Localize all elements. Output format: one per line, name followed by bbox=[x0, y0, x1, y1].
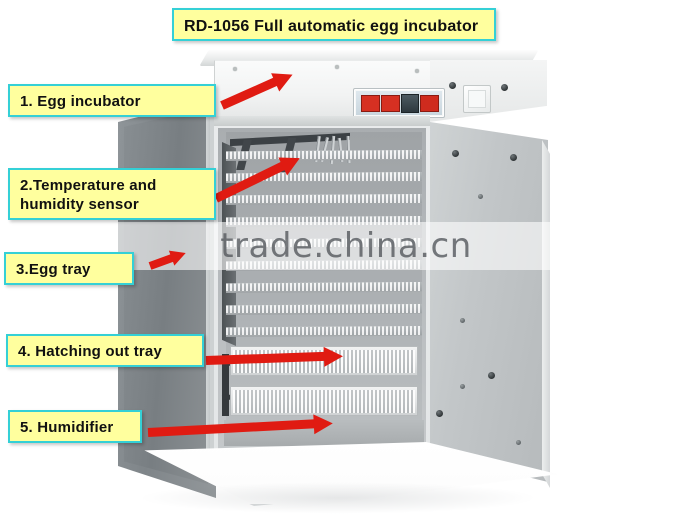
vent-window bbox=[463, 85, 491, 113]
side-bolt bbox=[488, 372, 495, 379]
humidity-display bbox=[381, 95, 400, 112]
egg-row bbox=[226, 194, 422, 203]
cabinet-lid-face bbox=[214, 60, 491, 123]
callout-label-2: 2.Temperature and humidity sensor bbox=[8, 168, 216, 220]
callout-label-4: 4. Hatching out tray bbox=[6, 334, 204, 367]
callout-label-3: 3.Egg tray bbox=[4, 252, 134, 285]
egg-tray bbox=[226, 304, 422, 315]
cabinet-side-edge bbox=[542, 140, 550, 488]
lid-screw bbox=[335, 65, 339, 69]
status-display bbox=[420, 95, 439, 112]
temperature-display bbox=[361, 95, 380, 112]
egg-tray bbox=[226, 194, 422, 205]
hatching-basket bbox=[230, 386, 418, 416]
callout-label-1: 1. Egg incubator bbox=[8, 84, 216, 117]
lid-screw bbox=[415, 69, 419, 73]
side-bolt bbox=[460, 384, 465, 389]
egg-tray bbox=[226, 172, 422, 183]
side-bolt bbox=[510, 154, 517, 161]
watermark-text: trade.china.cn bbox=[220, 226, 472, 266]
side-bolt bbox=[478, 194, 483, 199]
egg-tray bbox=[226, 216, 422, 227]
side-bolt bbox=[460, 318, 465, 323]
basket-mesh bbox=[233, 390, 415, 413]
cabinet-lid-lip bbox=[214, 116, 430, 126]
door-gasket bbox=[210, 98, 215, 472]
egg-tray bbox=[226, 150, 422, 161]
egg-row bbox=[226, 304, 422, 313]
egg-row bbox=[226, 326, 422, 335]
control-panel[interactable] bbox=[353, 88, 445, 118]
side-bolt bbox=[452, 150, 459, 157]
control-panel-inner bbox=[356, 91, 442, 115]
lid-screw bbox=[233, 67, 237, 71]
egg-row bbox=[226, 172, 422, 181]
side-bolt bbox=[436, 410, 443, 417]
floor-shadow bbox=[138, 482, 538, 514]
side-bolt bbox=[516, 440, 521, 445]
basket-rail bbox=[222, 354, 229, 416]
lid-bolt bbox=[501, 84, 508, 91]
egg-row bbox=[226, 282, 422, 291]
egg-tray bbox=[226, 326, 422, 337]
cabinet-right-side-panel bbox=[430, 122, 548, 482]
egg-row bbox=[226, 150, 422, 159]
title-callout: RD-1056 Full automatic egg incubator bbox=[172, 8, 496, 41]
egg-tray bbox=[226, 282, 422, 293]
lid-bolt bbox=[449, 82, 456, 89]
keypad-icon[interactable] bbox=[401, 94, 419, 113]
callout-label-5: 5. Humidifier bbox=[8, 410, 142, 443]
egg-row bbox=[226, 216, 422, 225]
